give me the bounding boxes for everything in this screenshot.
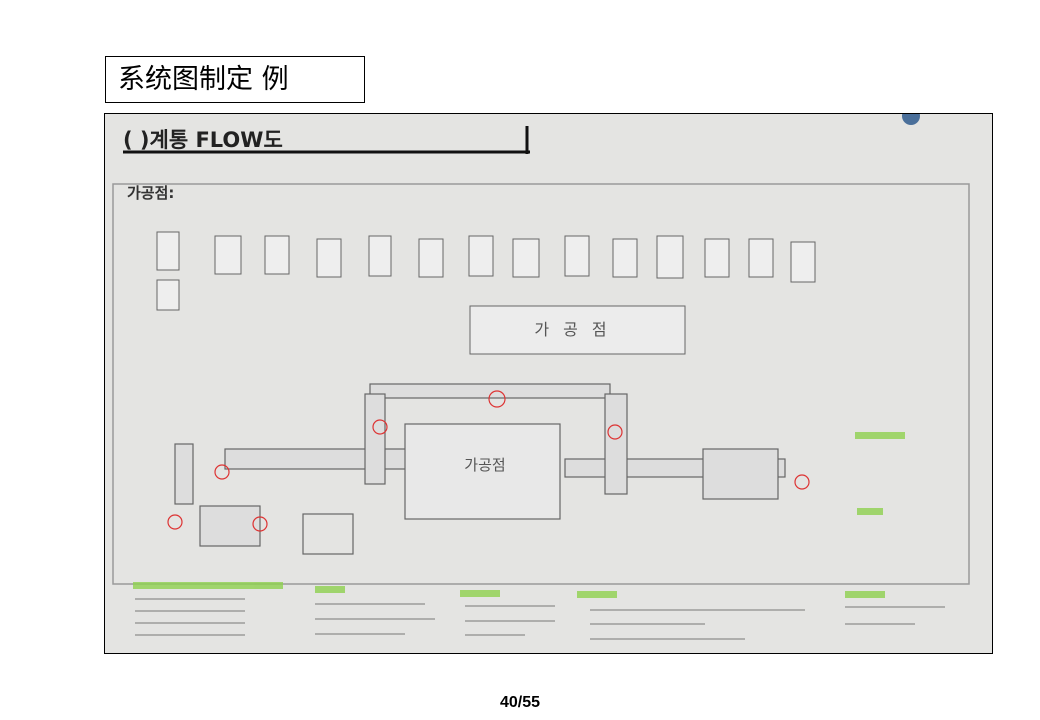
process-box-label: 가공점 bbox=[534, 320, 621, 339]
page-number: 40/55 bbox=[499, 694, 541, 711]
drawing-frame bbox=[112, 183, 970, 585]
flow-diagram-title: ( )계통 FLOW도 bbox=[123, 128, 283, 152]
diagram-photo: ( )계통 FLOW도 가공점: 가공점 가공점 bbox=[104, 113, 993, 654]
slide-title: 系统图制定 例 bbox=[105, 56, 365, 103]
process-point-box bbox=[469, 305, 686, 355]
drum-label: 가공점 bbox=[464, 456, 506, 474]
process-point-label: 가공점: bbox=[127, 184, 175, 202]
handwritten-diagram bbox=[105, 114, 992, 653]
process-flow-boxes bbox=[156, 231, 816, 311]
